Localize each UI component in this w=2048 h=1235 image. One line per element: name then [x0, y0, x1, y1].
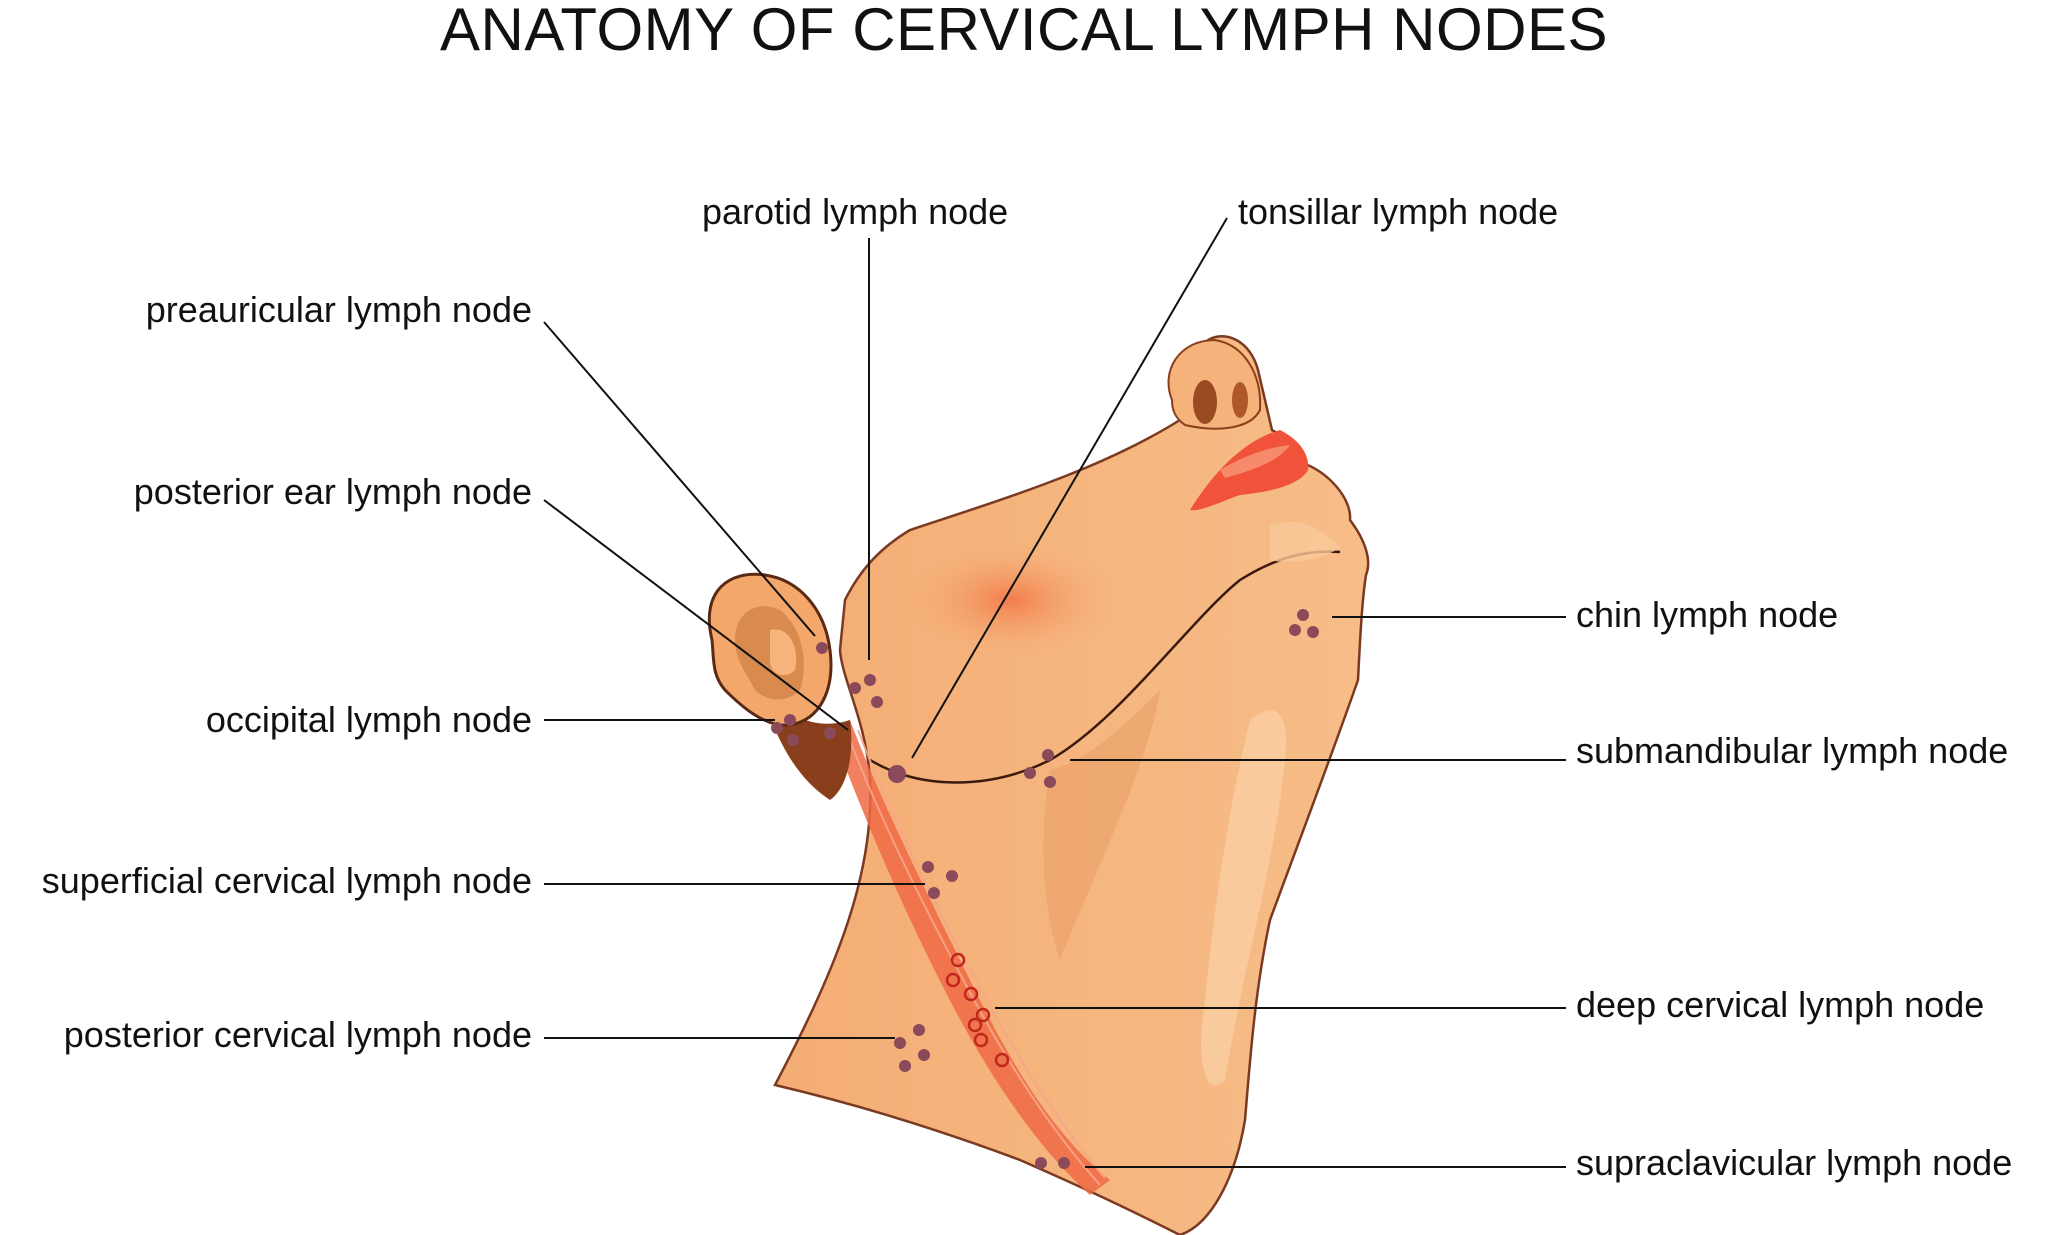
- node: [816, 642, 828, 654]
- node: [871, 696, 883, 708]
- ear-canal: [770, 629, 797, 676]
- node: [946, 870, 958, 882]
- supraclavicular-nodes: [1035, 1157, 1070, 1169]
- label-chin: chin lymph node: [1576, 594, 1838, 635]
- node: [1058, 1157, 1070, 1169]
- node: [1307, 626, 1319, 638]
- node: [849, 682, 861, 694]
- node: [864, 674, 876, 686]
- node: [1042, 749, 1054, 761]
- posterior-cervical-nodes: [894, 1024, 930, 1072]
- label-superficial-cervical: superficial cervical lymph node: [42, 860, 532, 901]
- leader-posterior-ear: [543, 499, 849, 731]
- label-preauricular: preauricular lymph node: [146, 289, 532, 330]
- node: [888, 765, 906, 783]
- node: [945, 972, 961, 988]
- ear-inner: [735, 606, 804, 700]
- label-parotid: parotid lymph node: [702, 191, 1008, 232]
- leader-lines: [543, 217, 1566, 1168]
- label-tonsillar: tonsillar lymph node: [1238, 191, 1558, 232]
- node: [1044, 776, 1056, 788]
- node: [1297, 609, 1309, 621]
- muscle-fibers: [847, 729, 1106, 1186]
- label-supraclavicular: supraclavicular lymph node: [1576, 1142, 2012, 1183]
- node: [1024, 767, 1036, 779]
- node: [975, 1007, 991, 1023]
- leader-tonsillar: [911, 217, 1228, 759]
- muscle-band: [835, 720, 1110, 1195]
- parotid-nodes: [849, 674, 883, 708]
- occipital-nodes: [771, 714, 836, 746]
- tonsil-glow: [900, 540, 1120, 660]
- node: [1035, 1157, 1047, 1169]
- chin-highlight: [1270, 521, 1340, 562]
- node: [918, 1049, 930, 1061]
- node: [771, 722, 783, 734]
- neck-highlight: [1201, 710, 1286, 1086]
- neck-illustration: [707, 335, 1370, 1235]
- node: [787, 734, 799, 746]
- node: [899, 1060, 911, 1072]
- nostril: [1193, 380, 1217, 424]
- label-occipital: occipital lymph node: [206, 699, 532, 740]
- preauricular-nodes: [816, 642, 828, 654]
- leader-preauricular: [543, 321, 816, 637]
- superficial-cervical-nodes: [922, 861, 958, 899]
- labels: parotid lymph node tonsillar lymph node …: [42, 191, 2012, 1183]
- node: [973, 1032, 989, 1048]
- label-deep-cervical: deep cervical lymph node: [1576, 984, 1984, 1025]
- node: [950, 952, 966, 968]
- node: [994, 1052, 1010, 1068]
- page-title: ANATOMY OF CERVICAL LYMPH NODES: [440, 0, 1608, 63]
- chin-nodes: [1289, 609, 1319, 638]
- label-submandibular: submandibular lymph node: [1576, 730, 2008, 771]
- label-posterior-ear: posterior ear lymph node: [134, 471, 532, 512]
- node: [824, 727, 836, 739]
- tonsillar-nodes: [888, 765, 906, 783]
- submandibular-nodes: [1024, 749, 1056, 788]
- node: [913, 1024, 925, 1036]
- node: [922, 861, 934, 873]
- throat-shadow: [1043, 690, 1160, 960]
- nostril-2: [1232, 382, 1248, 418]
- lymph-nodes: [771, 609, 1319, 1169]
- lips-highlight: [1220, 445, 1290, 478]
- node: [784, 714, 796, 726]
- node: [1289, 624, 1301, 636]
- deep-cervical-nodes: [945, 952, 1010, 1068]
- label-posterior-cervical: posterior cervical lymph node: [64, 1014, 532, 1055]
- node: [894, 1037, 906, 1049]
- node: [967, 1017, 983, 1033]
- node: [963, 986, 979, 1002]
- node: [928, 887, 940, 899]
